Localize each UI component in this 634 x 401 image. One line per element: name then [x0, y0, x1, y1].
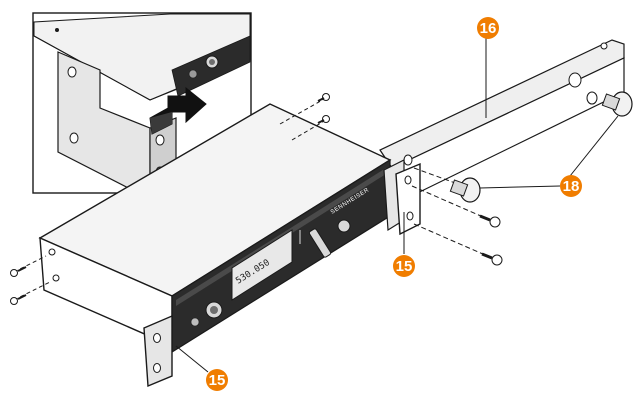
screw: [291, 115, 330, 141]
screw: [10, 255, 47, 277]
callout-16: 16: [477, 17, 499, 39]
svg-text:16: 16: [480, 20, 497, 37]
callout-15-right: 15: [393, 255, 415, 277]
screw: [279, 93, 330, 125]
rack-bracket-right: [383, 159, 421, 236]
rack-bracket-left: [143, 314, 173, 388]
svg-text:18: 18: [563, 178, 580, 195]
receiver-device: SENNHEISER 530.050: [38, 103, 392, 354]
svg-text:15: 15: [396, 258, 413, 275]
callout-leader: [479, 185, 561, 189]
callout-18: 18: [560, 175, 582, 197]
device-lcd: [231, 229, 293, 301]
screw: [10, 281, 51, 305]
antenna-covers: [413, 91, 633, 203]
callout-leader: [175, 345, 209, 373]
callout-leader: [569, 115, 619, 177]
screws: [10, 93, 503, 305]
detail-inset: [32, 12, 252, 195]
device-buttons: [308, 228, 332, 258]
screw: [413, 223, 503, 266]
callout-15-left: 15: [206, 369, 228, 391]
svg-text:15: 15: [209, 372, 226, 389]
screw: [411, 185, 501, 228]
